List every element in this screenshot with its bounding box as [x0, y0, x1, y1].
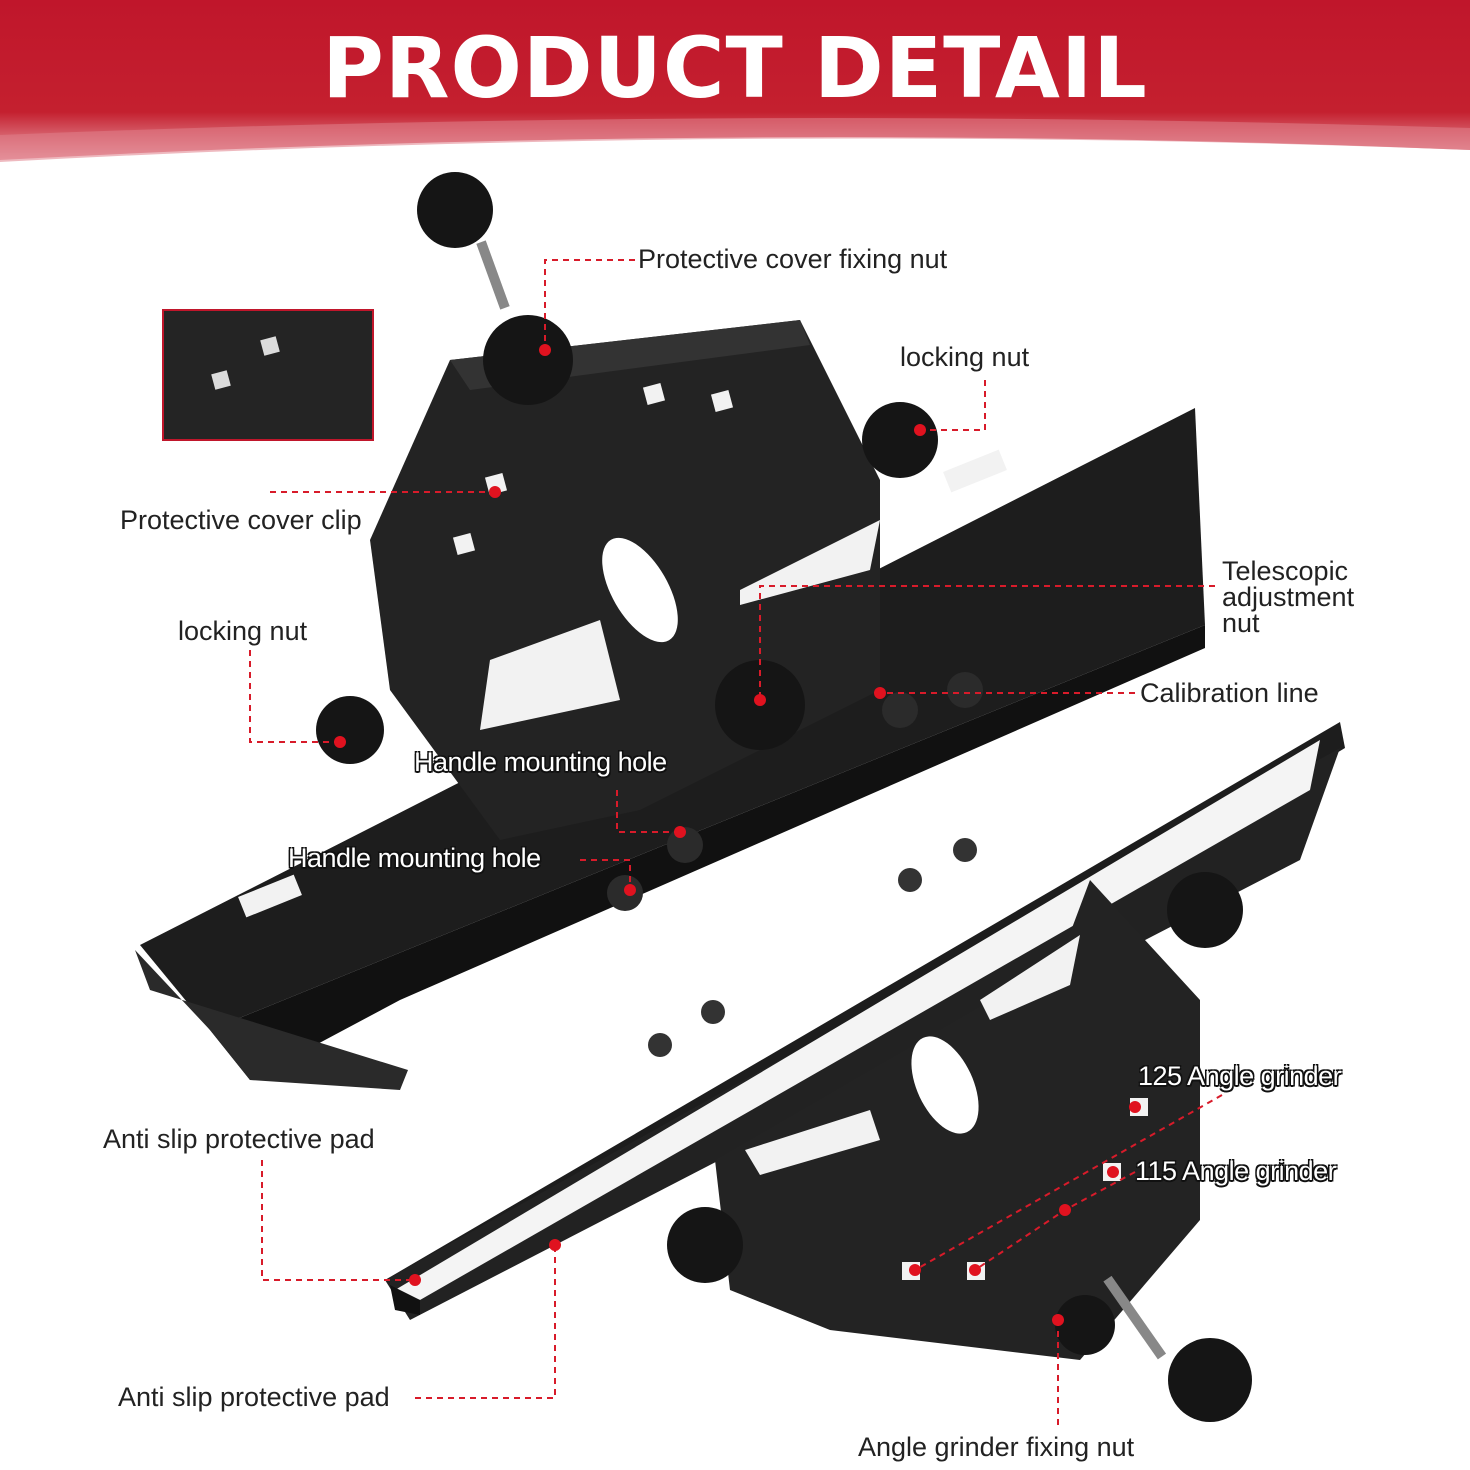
label-handle-mounting-hole-1: Handle mounting hole [414, 747, 667, 777]
label-protective-cover-clip: Protective cover clip [120, 505, 362, 535]
label-115-angle-grinder: 115 Angle grinder [1135, 1156, 1337, 1186]
inset-photo [162, 309, 374, 441]
lower-base-plate [385, 722, 1345, 1320]
lower-knobs [667, 872, 1252, 1422]
label-angle-grinder-fixing-nut: Angle grinder fixing nut [858, 1432, 1135, 1462]
label-locking-nut-left: locking nut [178, 616, 308, 646]
callout-dots [334, 344, 1141, 1326]
label-telescopic-adjustment-nut: Telescopic adjustment nut [1222, 556, 1355, 638]
label-anti-slip-pad-bottom: Anti slip protective pad [118, 1382, 390, 1412]
label-calibration-line: Calibration line [1140, 678, 1319, 708]
label-locking-nut-top: locking nut [900, 342, 1030, 372]
label-handle-mounting-hole-2: Handle mounting hole [288, 843, 541, 873]
callout-lines [249, 259, 1223, 1430]
label-anti-slip-pad-top: Anti slip protective pad [103, 1124, 375, 1154]
label-protective-cover-fixing-nut: Protective cover fixing nut [638, 244, 948, 274]
page-title: PRODUCT DETAIL [322, 19, 1148, 117]
header-banner [0, 0, 1470, 162]
label-125-angle-grinder: 125 Angle grinder [1138, 1061, 1342, 1091]
